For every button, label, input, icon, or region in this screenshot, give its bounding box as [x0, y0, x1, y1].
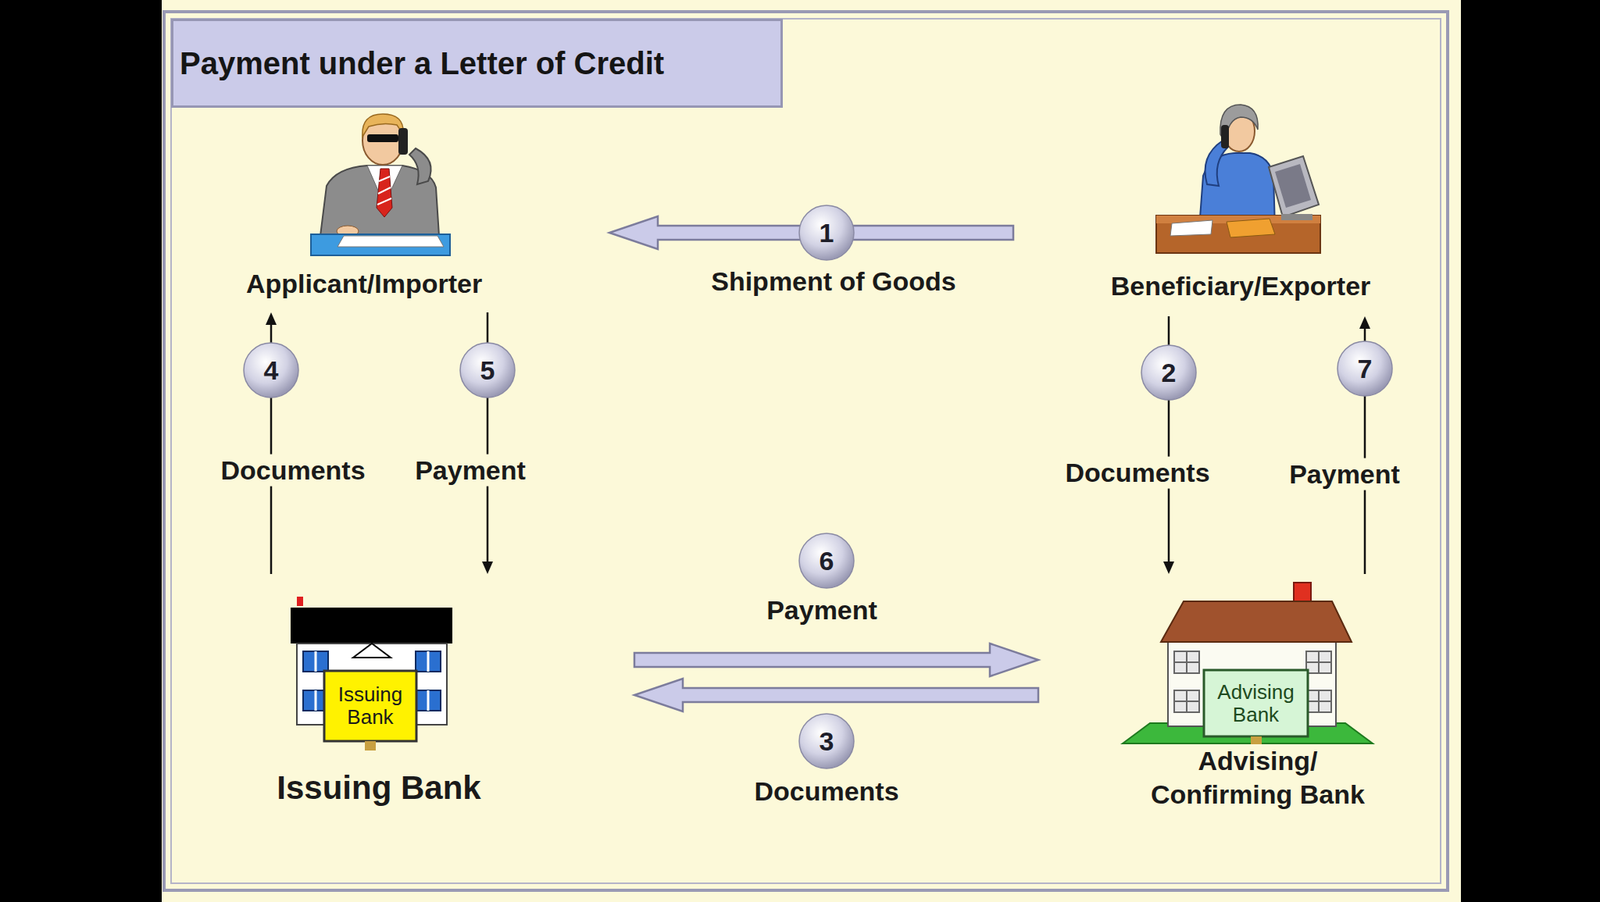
bank-roof	[1160, 601, 1352, 643]
party-label: Beneficiary/Exporter	[1084, 270, 1397, 303]
bank-label: Advising/ Confirming Bank	[1128, 744, 1387, 811]
importer-tie-stripes	[377, 176, 392, 205]
callout-circle	[799, 533, 854, 589]
importer-figure	[310, 114, 450, 256]
edge-label: Shipment of Goods	[706, 265, 961, 298]
title-text: Payment under a Letter of Credit	[179, 46, 665, 82]
importer-paper	[337, 235, 444, 247]
callout-number: 2	[1161, 359, 1177, 386]
callout-number: 1	[819, 219, 835, 247]
exporter-folder	[1226, 218, 1275, 238]
callout-number: 7	[1357, 355, 1373, 383]
advising-bank-building	[1122, 582, 1373, 745]
importer-phone	[398, 128, 408, 155]
edge-label: Payment	[761, 594, 883, 627]
bank-sign-text: Advising Bank	[1203, 670, 1308, 737]
edge-label: Payment	[1284, 458, 1405, 491]
bank-sign-post	[364, 741, 376, 751]
bank-gable	[353, 643, 391, 658]
edge-label: Payment	[410, 454, 531, 487]
exporter-monitor-base	[1281, 214, 1313, 221]
edge-label: Documents	[1060, 457, 1215, 490]
block-arrow	[634, 643, 1039, 677]
exporter-figure	[1156, 104, 1321, 254]
title-box: Payment under a Letter of Credit	[171, 18, 783, 108]
callout-circle	[243, 342, 299, 398]
arrow-head	[482, 561, 493, 575]
exporter-screen	[1275, 164, 1311, 208]
block-arrow	[634, 678, 1039, 712]
callout-number: 3	[819, 728, 835, 755]
importer-glasses	[367, 134, 399, 143]
block-arrow-shape	[634, 678, 1039, 712]
edge-label: Documents	[215, 454, 370, 487]
party-node: Applicant/Importer	[203, 117, 610, 313]
party-label: Applicant/Importer	[207, 267, 521, 300]
callout-circle	[799, 205, 854, 261]
slide-frame	[164, 11, 1448, 891]
callout-circle	[1337, 341, 1393, 397]
block-arrow-shape	[634, 643, 1039, 677]
arrow-head	[1163, 561, 1175, 575]
importer-tie	[376, 168, 393, 218]
callout-number: 4	[264, 357, 279, 384]
callout-circle	[460, 342, 515, 398]
slide-frame-inner	[171, 18, 1441, 884]
arrow-head	[265, 312, 277, 325]
importer-arm	[409, 148, 432, 185]
issuing-bank-building	[290, 596, 453, 751]
bank-node: Issuing BankIssuing Bank	[234, 574, 635, 825]
importer-hair	[362, 114, 404, 137]
exporter-phone	[1221, 125, 1229, 149]
bank-sign	[1203, 670, 1308, 737]
callout-circle	[799, 714, 854, 769]
party-node: Beneficiary/Exporter	[1013, 93, 1407, 317]
bank-node: Advising BankAdvising/ Confirming Bank	[1038, 574, 1407, 825]
callout-circle	[1141, 345, 1197, 400]
bank-sign-text: Issuing Bank	[324, 671, 417, 742]
bank-label: Issuing Bank	[253, 768, 504, 808]
arrow-head	[1359, 316, 1371, 329]
bank-flag	[296, 596, 304, 607]
callout-number: 5	[480, 357, 496, 384]
bank-roof	[290, 607, 453, 644]
importer-desk	[310, 234, 450, 256]
exporter-monitor	[1268, 156, 1319, 218]
exporter-desk	[1156, 215, 1321, 254]
exporter-paper	[1170, 220, 1213, 236]
bank-sign	[324, 671, 417, 742]
bank-sign-post	[1250, 736, 1262, 745]
edge-label: Documents	[749, 775, 904, 808]
slide-background	[161, 0, 1461, 902]
callout-number: 6	[819, 547, 835, 575]
